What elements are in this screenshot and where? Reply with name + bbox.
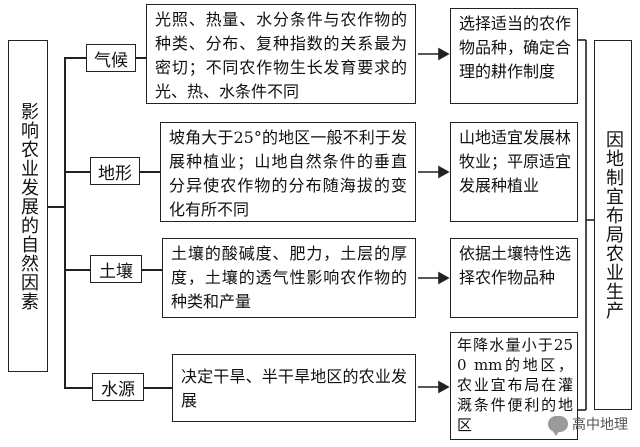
result-climate: 选择适当的农作物品种，确定合理的耕作制度: [459, 14, 572, 81]
factor-box-climate: 气候: [86, 44, 136, 72]
factor-label-water: 水源: [101, 379, 135, 400]
result-box-climate: 选择适当的农作物品种，确定合理的耕作制度: [450, 8, 578, 104]
arrowhead-soil: [438, 271, 450, 285]
result-water: 年降水量小于250 mm的地区，农业宜布局在灌溉条件便利的地区: [457, 336, 573, 434]
description-soil: 土壤的酸碱度、肥力，土层的厚度，土壤的透气性影响农作物的种类和产量: [171, 244, 407, 311]
result-soil: 依据土壤特性选择农作物品种: [459, 244, 572, 287]
row1-mid-stub: [136, 57, 146, 59]
factor-box-terrain: 地形: [90, 157, 140, 185]
row3-mid-stub: [142, 269, 162, 271]
result-box-terrain: 山地适宜发展林牧业；平原适宜发展种植业: [450, 122, 578, 222]
row3-left-stub: [64, 269, 90, 271]
factor-box-water: 水源: [92, 373, 144, 401]
right-title: 因地制宜布局农业生产: [603, 130, 624, 320]
description-box-water: 决定干旱、半干旱地区的农业发展: [172, 354, 416, 422]
arrowhead-water: [438, 380, 450, 394]
result-terrain: 山地适宜发展林牧业；平原适宜发展种植业: [459, 128, 572, 195]
right-title-box: 因地制宜布局农业生产: [594, 40, 632, 410]
row1-left-stub: [64, 57, 86, 59]
factor-label-soil: 土壤: [99, 261, 133, 282]
chat-bubble-icon: [548, 416, 568, 436]
result-box-soil: 依据土壤特性选择农作物品种: [450, 238, 578, 318]
left-title: 影响农业发展的自然因素: [18, 101, 39, 311]
row2-left-stub: [64, 171, 90, 173]
description-terrain: 坡角大于25°的地区一般不利于发展种植业；山地自然条件的垂直分异使农作物的分布随…: [169, 128, 407, 219]
row4-mid-stub: [144, 387, 172, 389]
factor-label-terrain: 地形: [98, 163, 132, 184]
left-title-box: 影响农业发展的自然因素: [8, 40, 48, 372]
description-box-terrain: 坡角大于25°的地区一般不利于发展种植业；山地自然条件的垂直分异使农作物的分布随…: [160, 122, 416, 222]
left-bracket-line: [64, 57, 66, 387]
description-box-soil: 土壤的酸碱度、肥力，土层的厚度，土壤的透气性影响农作物的种类和产量: [162, 238, 416, 318]
factor-label-climate: 气候: [94, 50, 128, 71]
factor-box-soil: 土壤: [90, 255, 142, 283]
description-box-climate: 光照、热量、水分条件与农作物的种类、分布、复种指数的关系最为密切；不同农作物生长…: [146, 4, 416, 104]
watermark: 高中地理: [548, 411, 628, 437]
row2-mid-stub: [140, 171, 160, 173]
left-connector: [48, 206, 64, 208]
arrowhead-terrain: [438, 165, 450, 179]
description-climate: 光照、热量、水分条件与农作物的种类、分布、复种指数的关系最为密切；不同农作物生长…: [155, 10, 407, 101]
description-water: 决定干旱、半干旱地区的农业发展: [181, 367, 407, 410]
row4-left-stub: [64, 387, 92, 389]
watermark-text: 高中地理: [572, 417, 628, 433]
arrowhead-climate: [438, 47, 450, 61]
